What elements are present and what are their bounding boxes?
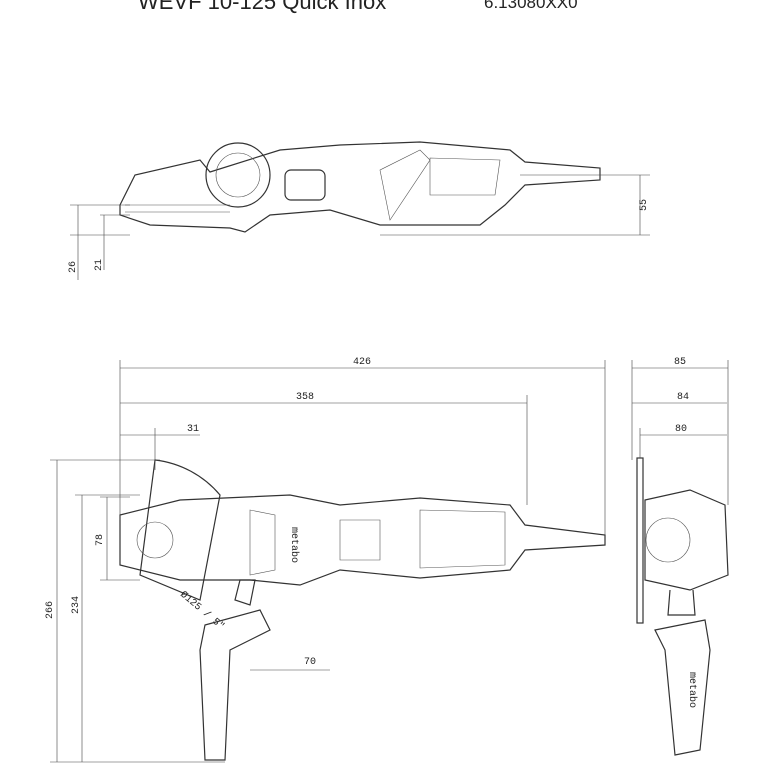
side-view (119, 141, 601, 233)
dim-26: 26 (68, 261, 79, 273)
dim-78: 78 (95, 534, 106, 546)
model-title: WEVF 10-125 Quick Inox (138, 0, 386, 14)
dim-266: 266 (45, 601, 56, 619)
dim-84: 84 (677, 392, 689, 403)
front-view: metabo (636, 457, 729, 756)
dim-31: 31 (187, 424, 199, 435)
dim-234: 234 (71, 596, 82, 614)
dim-85: 85 (674, 357, 686, 368)
dim-70: 70 (304, 657, 316, 668)
dim-80: 80 (675, 424, 687, 435)
order-number: 6.13080XX0 (484, 0, 578, 12)
disc-label: Ø125 / 5" (177, 589, 226, 633)
dim-55: 55 (639, 199, 650, 211)
top-view: metabo Ø125 / 5" (119, 459, 606, 761)
handle-brand-label: metabo (686, 672, 698, 708)
side-dimensions: 55 26 21 (68, 174, 650, 280)
brand-label: metabo (288, 527, 300, 563)
dim-426: 426 (353, 357, 371, 368)
dim-358: 358 (296, 392, 314, 403)
top-dimensions: 426 358 31 266 234 78 70 (45, 357, 606, 763)
front-dimensions: 85 84 80 (631, 357, 729, 505)
dim-21: 21 (94, 259, 105, 271)
